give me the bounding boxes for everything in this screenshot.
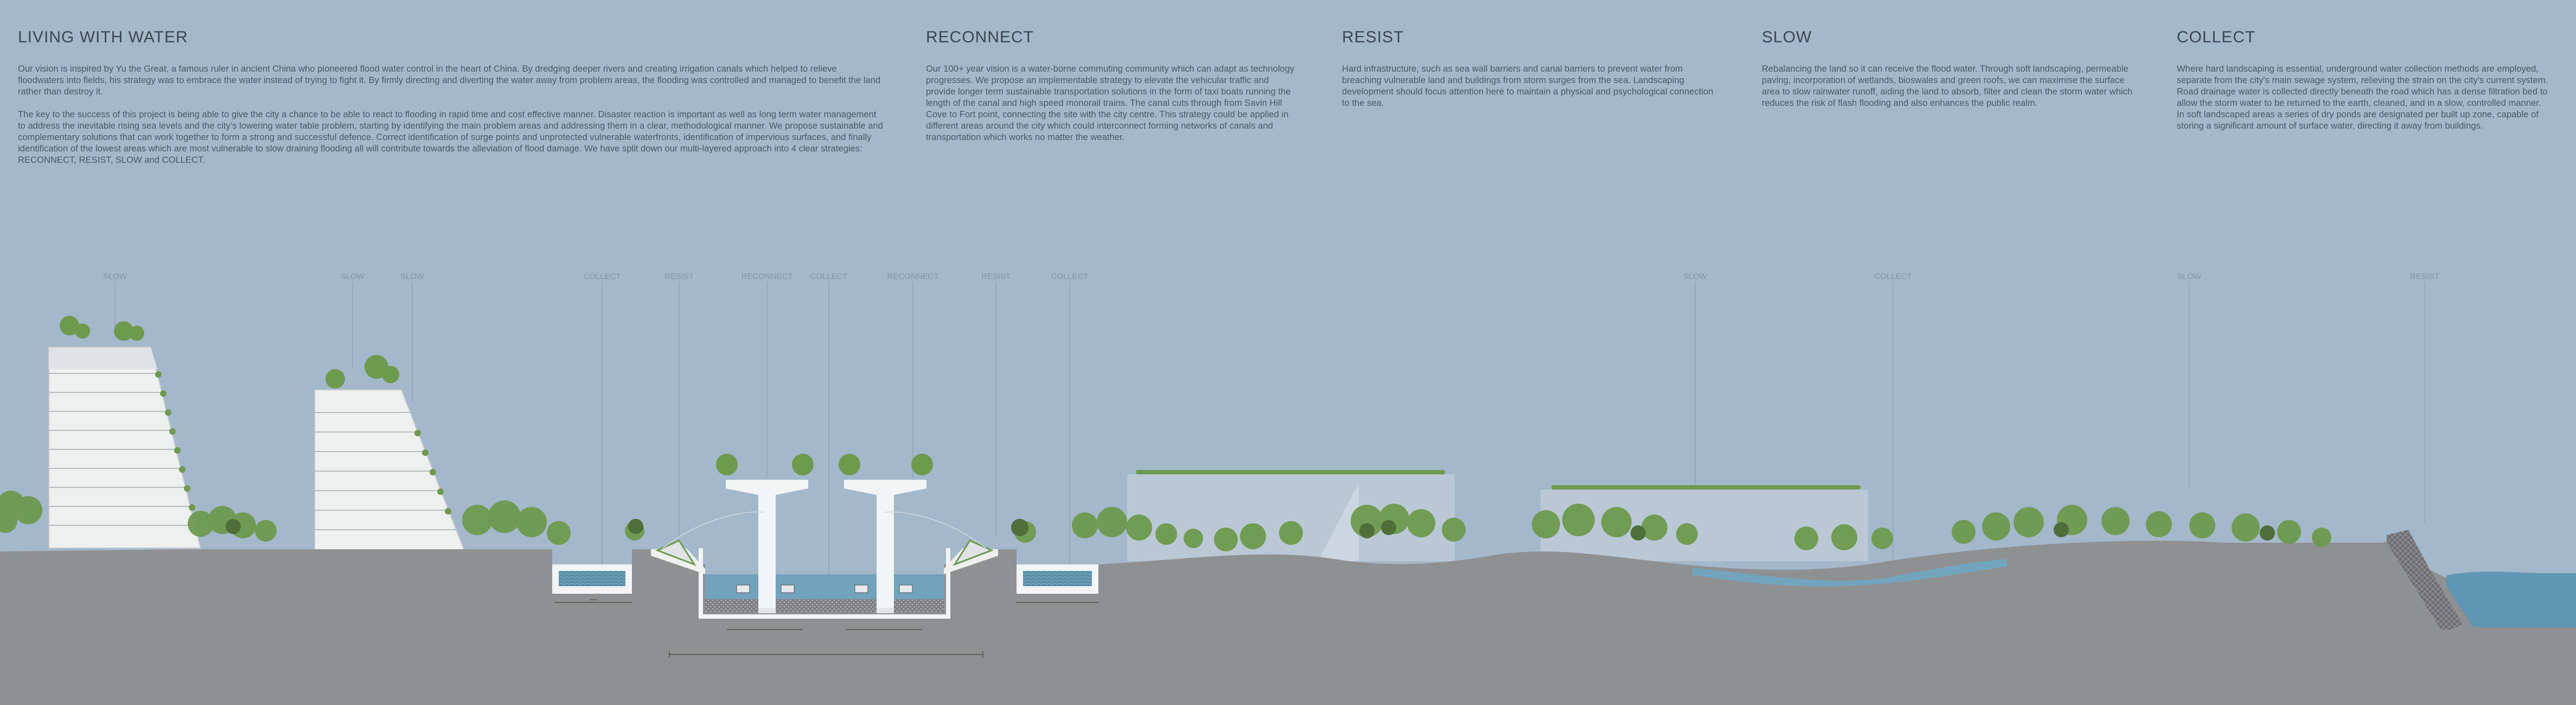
tag-label: RESIST — [981, 272, 1011, 281]
tag-label: SLOW — [1683, 272, 1708, 281]
retention-pond — [1692, 559, 2007, 587]
sea-water — [2446, 571, 2576, 627]
stepped-tower-left — [48, 347, 202, 549]
bridge-arc — [662, 511, 765, 549]
tag-label: RECONNECT — [887, 272, 938, 281]
tag-label: SLOW — [2177, 272, 2202, 281]
monorail-column-left — [726, 480, 808, 613]
strategy-title: RECONNECT — [926, 28, 1034, 46]
intro-paragraph: The key to the success of this project i… — [18, 109, 883, 165]
background-ramp — [1318, 483, 1359, 561]
canal-barrier-right — [953, 539, 994, 567]
dimension-label: ═══ — [589, 598, 598, 602]
strategy-text: Hard infrastructure, such as sea wall ba… — [1342, 63, 1714, 108]
tag-label: RECONNECT — [741, 272, 792, 281]
bridge-arc — [884, 511, 987, 549]
tag-label: COLLECT — [1874, 272, 1912, 281]
strategy-text: Where hard landscaping is essential, und… — [2177, 63, 2548, 131]
collection-tank-left: ═══ — [552, 564, 632, 603]
strategy-text: Rebalancing the land so it can receive t… — [1762, 63, 2133, 108]
ground-section — [0, 537, 2576, 705]
strategy-tags: SLOW SLOW SLOW COLLECT RESIST RECONNECT … — [103, 272, 2439, 281]
tag-label: SLOW — [341, 272, 365, 281]
intro-paragraph: Our vision is inspired by Yu the Great, … — [18, 63, 881, 97]
tag-label: SLOW — [400, 272, 425, 281]
tag-label: RESIST — [2410, 272, 2439, 281]
sea-wall-gabion — [2387, 530, 2463, 630]
intro-title: LIVING WITH WATER — [18, 28, 188, 46]
canal-wall-right — [944, 548, 998, 574]
monorail-column-right — [844, 480, 926, 613]
dimension-lines — [669, 629, 983, 658]
terrace-planters — [155, 371, 451, 515]
tag-label: RESIST — [664, 272, 694, 281]
green-roof-strip — [1136, 470, 1861, 490]
collection-tank-right — [1017, 564, 1098, 603]
tree-canopy — [0, 491, 2331, 551]
canal-wall-left — [651, 548, 705, 574]
tag-label: COLLECT — [810, 272, 847, 281]
stepped-tower-middle — [314, 389, 468, 556]
tag-label: COLLECT — [583, 272, 621, 281]
tree-canopy-dark — [226, 519, 2275, 541]
canal-walls — [699, 548, 950, 619]
tag-leader-lines — [114, 282, 2425, 575]
tag-label: SLOW — [103, 272, 127, 281]
tag-label: COLLECT — [1051, 272, 1088, 281]
strategy-title: COLLECT — [2177, 28, 2256, 46]
background-building — [1541, 490, 1868, 561]
strategy-title: RESIST — [1342, 28, 1404, 46]
canal-barrier-left — [655, 539, 696, 567]
canal-bed-gravel — [705, 599, 944, 612]
rooftop-planting — [60, 316, 933, 475]
strategy-title: SLOW — [1762, 28, 1812, 46]
strategy-text: Our 100+ year vision is a water-borne co… — [926, 63, 1295, 142]
